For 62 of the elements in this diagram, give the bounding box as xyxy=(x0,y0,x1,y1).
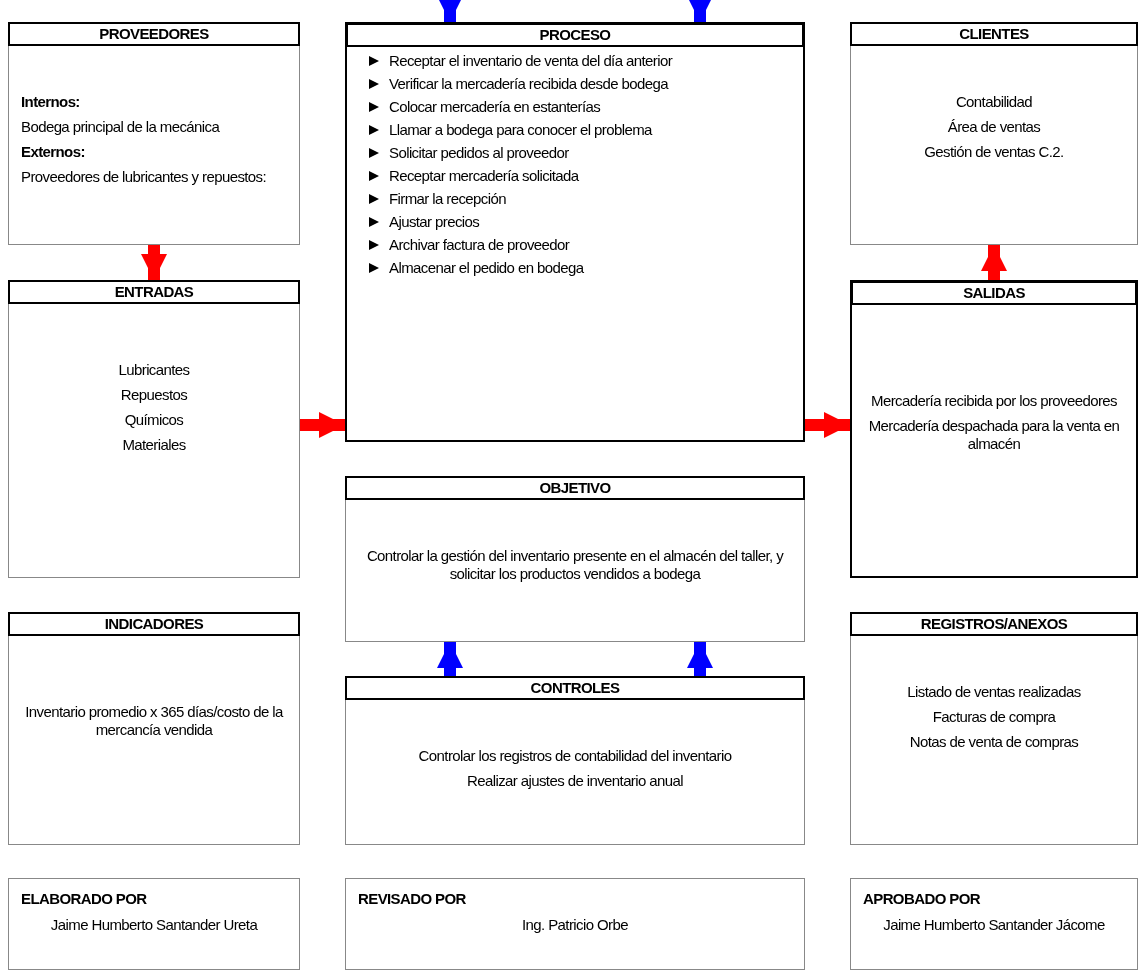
arrow xyxy=(686,0,714,22)
arrow xyxy=(436,0,464,22)
section-heading: PROVEEDORES xyxy=(8,22,300,46)
item-text: Listado de ventas realizadas xyxy=(906,683,1082,701)
item-text: Inventario promedio x 365 días/costo de la mercancía vendida xyxy=(24,703,285,739)
section-box xyxy=(345,676,805,845)
item-text: Materiales xyxy=(121,436,187,454)
arrow xyxy=(980,245,1008,280)
process-step: Colocar mercadería en estanterías xyxy=(359,98,791,116)
item-text: Ing. Patricio Orbe xyxy=(521,916,629,934)
item-text: Químicos xyxy=(123,411,185,429)
item-text: Área de ventas xyxy=(946,118,1042,136)
section-box xyxy=(850,280,1138,578)
arrow xyxy=(686,642,714,676)
item-text: Gestión de ventas C.2. xyxy=(923,143,1065,161)
item-text: Notas de venta de compras xyxy=(908,733,1080,751)
section-box xyxy=(8,22,300,245)
section-heading: ENTRADAS xyxy=(8,280,300,304)
section-box xyxy=(8,612,300,845)
section-box xyxy=(8,280,300,578)
process-step: Receptar mercadería solicitada xyxy=(359,167,791,185)
section-heading: OBJETIVO xyxy=(345,476,805,500)
item-text: Jaime Humberto Santander Ureta xyxy=(49,916,259,934)
item-text: Bodega principal de la mecánica xyxy=(21,118,221,136)
item-text: Contabilidad xyxy=(954,93,1034,111)
section-box xyxy=(345,878,805,970)
group-label: Internos: xyxy=(21,93,81,111)
item-text: Mercadería despachada para la venta en almacén xyxy=(867,417,1121,453)
process-step: Solicitar pedidos al proveedor xyxy=(359,144,791,162)
section-box xyxy=(850,878,1138,970)
arrow xyxy=(300,411,345,439)
process-step: Almacenar el pedido en bodega xyxy=(359,259,791,277)
section-box xyxy=(345,476,805,642)
section-heading: SALIDAS xyxy=(851,281,1137,305)
section-heading: INDICADORES xyxy=(8,612,300,636)
item-text: Realizar ajustes de inventario anual xyxy=(465,772,684,790)
section-box xyxy=(850,612,1138,845)
process-step: Receptar el inventario de venta del día anterior xyxy=(359,52,791,70)
item-text: Repuestos xyxy=(119,386,189,404)
item-text: Jaime Humberto Santander Jácome xyxy=(882,916,1106,934)
item-text: Proveedores de lubricantes y repuestos: xyxy=(21,168,268,186)
section-heading: REGISTROS/ANEXOS xyxy=(850,612,1138,636)
arrow xyxy=(140,245,168,280)
item-text: Controlar la gestión del inventario presente en el almacén del taller, y solicitar los productos vendidos a bodega xyxy=(365,547,785,583)
process-step: Verificar la mercadería recibida desde bodega xyxy=(359,75,791,93)
item-text: Controlar los registros de contabilidad del inventario xyxy=(417,747,733,765)
process-step: Llamar a bodega para conocer el problema xyxy=(359,121,791,139)
arrow xyxy=(805,411,850,439)
process-step: Firmar la recepción xyxy=(359,190,791,208)
item-text: Mercadería recibida por los proveedores xyxy=(870,392,1118,410)
section-box xyxy=(345,22,805,442)
arrow xyxy=(436,642,464,676)
section-box xyxy=(8,878,300,970)
group-label: Externos: xyxy=(21,143,86,161)
item-text: Lubricantes xyxy=(117,361,191,379)
section-heading: CONTROLES xyxy=(345,676,805,700)
process-step: Ajustar precios xyxy=(359,213,791,231)
item-text: Facturas de compra xyxy=(931,708,1057,726)
section-heading: CLIENTES xyxy=(850,22,1138,46)
process-step: Archivar factura de proveedor xyxy=(359,236,791,254)
section-box xyxy=(850,22,1138,245)
section-heading: PROCESO xyxy=(346,23,804,47)
